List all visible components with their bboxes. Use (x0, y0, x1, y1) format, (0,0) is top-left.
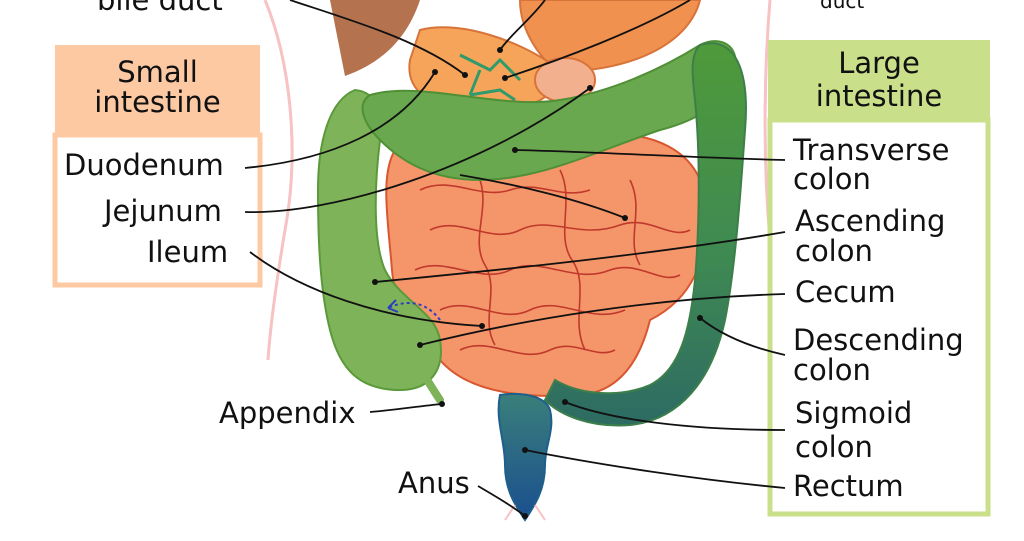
large-intestine-box (767, 117, 991, 517)
large-intestine-title-line2: intestine (815, 79, 943, 113)
large-intestine-box-header (768, 40, 990, 120)
leader-appendix (369, 403, 443, 413)
label-transverse-colon-2: colon (793, 162, 871, 196)
label-transverse-colon-1: Transverse (793, 133, 950, 167)
label-descending-colon-2: colon (793, 353, 871, 387)
leader-bile-duct (289, 0, 466, 76)
appendix-shape (411, 346, 444, 404)
leader-cecum (419, 293, 786, 346)
body-outline-left (263, 0, 294, 361)
label-appendix: Appendix (219, 396, 356, 430)
small-intestine-box-header (55, 45, 260, 135)
label-ileum: Ileum (147, 235, 229, 269)
label-anus: Anus (398, 466, 470, 500)
leader-dots (372, 47, 703, 519)
leader-top-2 (504, 0, 691, 79)
leader-small-int (459, 174, 626, 219)
small-intestine-title-line2: intestine (94, 85, 221, 119)
leader-lines (244, 0, 786, 517)
label-descending-colon-1: Descending (793, 323, 964, 357)
label-bile-duct: bile duct (97, 0, 223, 17)
label-duct: duct (820, 0, 865, 13)
leader-rectum (524, 449, 786, 489)
label-sigmoid-colon-2: colon (795, 430, 873, 464)
label-sigmoid-colon-1: Sigmoid (795, 396, 913, 430)
label-ascending-colon-2: colon (795, 234, 873, 268)
bile-duct-vessels (459, 53, 522, 102)
label-ascending-colon-1: Ascending (795, 204, 946, 238)
leader-transverse (514, 149, 786, 161)
leader-descending (699, 317, 786, 356)
leader-sigmoid (564, 401, 786, 431)
leader-duodenum (244, 71, 436, 169)
small-intestine-title-line1: Small (117, 55, 198, 89)
rectum-shape (497, 392, 553, 522)
leader-ileum (249, 251, 483, 327)
descending-colon-shape (543, 42, 747, 427)
label-rectum: Rectum (793, 469, 904, 503)
leader-jejunum (244, 87, 591, 213)
liver-shape (330, 0, 420, 76)
small-intestine-box (52, 132, 263, 288)
label-cecum: Cecum (795, 275, 896, 309)
leader-top-1 (499, 0, 546, 51)
ileocecal-arrow (387, 302, 441, 321)
leader-anus (477, 485, 526, 517)
ileocecal-arrowhead (387, 299, 399, 313)
leader-ascending (374, 231, 786, 283)
label-duodenum: Duodenum (64, 148, 224, 182)
label-jejunum: Jejunum (104, 194, 222, 228)
large-intestine-title-line1: Large (838, 46, 920, 80)
